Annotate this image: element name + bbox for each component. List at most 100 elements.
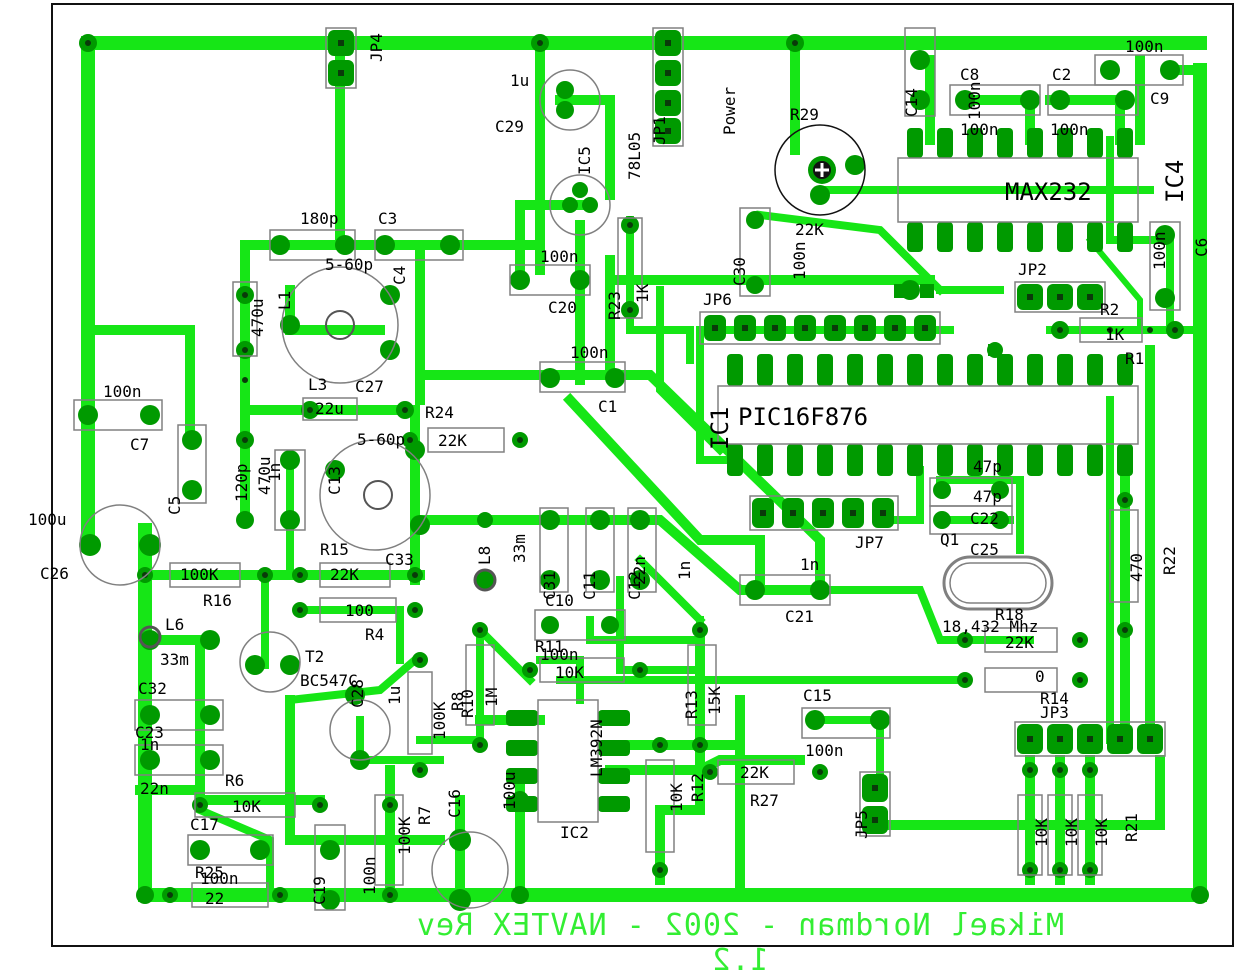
label-c4: C4 [390, 266, 409, 285]
label-r16: R16 [203, 591, 232, 610]
label-r18: R18 [995, 605, 1024, 624]
label-jp4: JP4 [367, 33, 386, 62]
label-r21: R21 [1122, 813, 1141, 842]
label-ic1: IC1 [706, 407, 734, 450]
silk-labels: JP4 Power JP1 1u C29 IC5 78L05 R29 22K C… [28, 33, 1211, 908]
label-max232: MAX232 [1005, 178, 1092, 206]
header-pads [328, 30, 1163, 834]
label-c14: C14 [902, 88, 921, 117]
label-c30: C30 [730, 257, 749, 286]
board-footer-text: Mikael Nordman - 2002 - NAVTEX Rev 1.2 [415, 908, 1065, 978]
label-c4-val: 5-60p [325, 255, 373, 274]
label-c25: C25 [970, 540, 999, 559]
label-l3-val: 22u [315, 399, 344, 418]
label-l2: 1n [265, 463, 284, 482]
label-c10-val: 100n [540, 645, 579, 664]
label-r22: R22 [1160, 546, 1179, 575]
label-r22-val: 470 [1127, 553, 1146, 582]
label-r6: R6 [225, 771, 244, 790]
label-c3: C3 [378, 209, 397, 228]
label-r28-val: 10K [1092, 818, 1111, 847]
label-c3-val: 180p [300, 209, 339, 228]
label-c19-val: 100n [360, 856, 379, 895]
pcb-layout: JP4 Power JP1 1u C29 IC5 78L05 R29 22K C… [28, 3, 1234, 947]
label-c32: C32 [138, 679, 167, 698]
label-c17: C17 [190, 815, 219, 834]
trimmer-r29 [808, 156, 836, 184]
label-c2: C2 [1052, 65, 1071, 84]
label-c5: C5 [165, 496, 184, 515]
label-c12-val: 1n [675, 561, 694, 580]
label-l1: L1 [275, 291, 294, 310]
label-r25: R25 [195, 863, 224, 882]
label-jp5: JP5 [852, 810, 871, 839]
label-r23: R23 [605, 291, 624, 320]
label-r6-val: 10K [232, 797, 261, 816]
label-xtal: 18,432 Mhz [942, 617, 1038, 636]
label-c30-val: 100n [790, 241, 809, 280]
label-r7: R7 [415, 806, 434, 825]
label-c21: C21 [785, 607, 814, 626]
label-c20-val: 100n [540, 247, 579, 266]
label-q1: Q1 [940, 530, 959, 549]
label-c6-val: 100n [1150, 231, 1169, 270]
label-r4: R4 [365, 625, 384, 644]
label-r11-val: 10K [555, 663, 584, 682]
label-r12: R12 [688, 773, 707, 802]
label-ic4: IC4 [1161, 160, 1189, 203]
label-c1: C1 [598, 397, 617, 416]
label-c9-top: 100n [1125, 37, 1164, 56]
label-c19: C19 [310, 876, 329, 905]
label-r7-val: 100K [395, 816, 414, 855]
label-c2-val: 100n [1050, 120, 1089, 139]
label-l2-val: 470u [255, 456, 274, 495]
label-c8: C8 [960, 65, 979, 84]
label-ic5-part: 78L05 [625, 132, 644, 180]
label-r2: R2 [1100, 300, 1119, 319]
label-r29: R29 [790, 105, 819, 124]
label-c22-val1: 47p [973, 457, 1002, 476]
label-ic2: IC2 [560, 823, 589, 842]
label-jp2: JP2 [1018, 260, 1047, 279]
label-c27: C27 [355, 377, 384, 396]
label-r29-val: 22K [795, 220, 824, 239]
label-r2-val: 1K [1105, 325, 1125, 344]
label-c28-val: 1u [385, 686, 404, 705]
label-c12: C12 [625, 571, 644, 600]
label-c22: C22 [970, 509, 999, 528]
label-l6: L6 [165, 615, 184, 634]
label-jp7: JP7 [855, 533, 884, 552]
label-c1-val: 100n [570, 343, 609, 362]
label-r27-val: 22K [740, 763, 769, 782]
drill-holes [85, 40, 1178, 898]
label-power: Power [720, 86, 739, 135]
label-l8: L8 [475, 546, 494, 565]
label-c11: C11 [580, 571, 599, 600]
label-c7: C7 [130, 435, 149, 454]
label-r27: R27 [750, 791, 779, 810]
label-r15: R15 [320, 540, 349, 559]
label-l6-val: 33m [160, 650, 189, 669]
label-r24-val: 22K [438, 431, 467, 450]
round-pads [78, 34, 1209, 911]
label-c11-val: 22n [630, 556, 649, 585]
label-c5-val: 120p [232, 463, 251, 502]
label-l1-val: 470u [248, 298, 267, 337]
label-r24: R24 [425, 403, 454, 422]
label-u1: 1u [510, 71, 529, 90]
label-c28: C28 [348, 679, 367, 708]
label-c33: C33 [385, 550, 414, 569]
label-r10-val: 1M [482, 688, 501, 707]
label-c23-val: 1n [140, 735, 159, 754]
label-r14-val: 0 [1035, 667, 1045, 686]
label-r23-val: 1K [633, 283, 652, 303]
label-r14: R14 [1040, 689, 1069, 708]
label-c8-val: 100n [960, 120, 999, 139]
label-jp6: JP6 [703, 290, 732, 309]
label-c24-val: 5-60p [357, 430, 405, 449]
label-jp1: JP1 [650, 116, 669, 145]
label-r8-val: 100K [430, 701, 449, 740]
label-c26: C26 [40, 564, 69, 583]
label-c15-val: 100n [805, 741, 844, 760]
label-l3: L3 [308, 375, 327, 394]
